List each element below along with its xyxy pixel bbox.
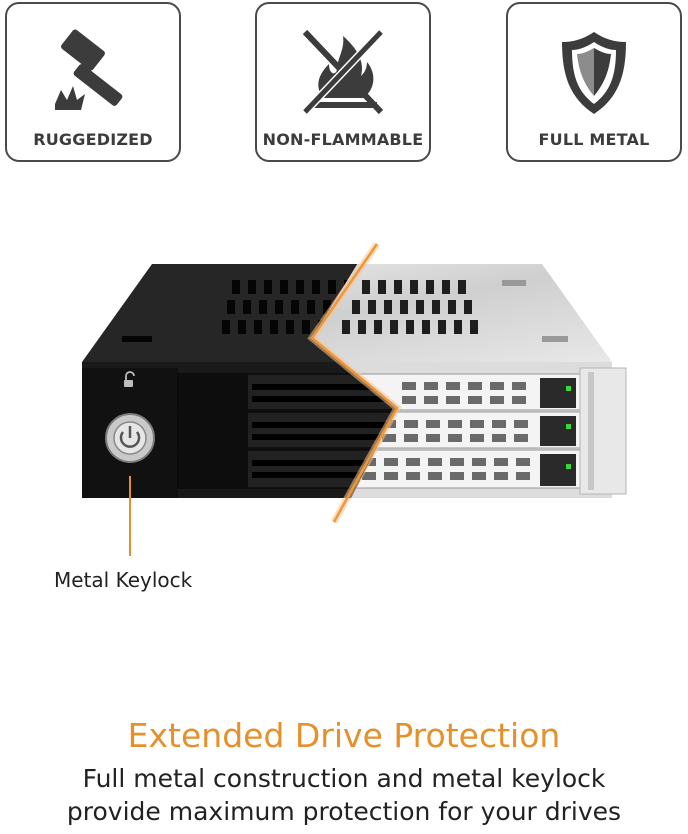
- hammer-icon: [7, 24, 179, 120]
- subtext-line-1: Full metal construction and metal keyloc…: [82, 764, 606, 793]
- subtext-line-2: provide maximum protection for your driv…: [66, 797, 622, 826]
- shield-icon: [508, 24, 680, 120]
- badge-ruggedized: RUGGEDIZED: [5, 2, 181, 162]
- no-fire-icon: [257, 24, 429, 120]
- badge-label: NON-FLAMMABLE: [262, 130, 424, 149]
- badge-full-metal: FULL METAL: [506, 2, 682, 162]
- drive-enclosure-image: [72, 232, 632, 536]
- keylock-callout-line: [129, 476, 131, 556]
- subtext: Full metal construction and metal keyloc…: [0, 762, 688, 828]
- badge-label: FULL METAL: [538, 130, 650, 149]
- headline: Extended Drive Protection: [127, 716, 561, 755]
- badge-non-flammable: NON-FLAMMABLE: [255, 2, 431, 162]
- keylock-callout-label: Metal Keylock: [54, 568, 193, 592]
- badge-label: RUGGEDIZED: [33, 130, 153, 149]
